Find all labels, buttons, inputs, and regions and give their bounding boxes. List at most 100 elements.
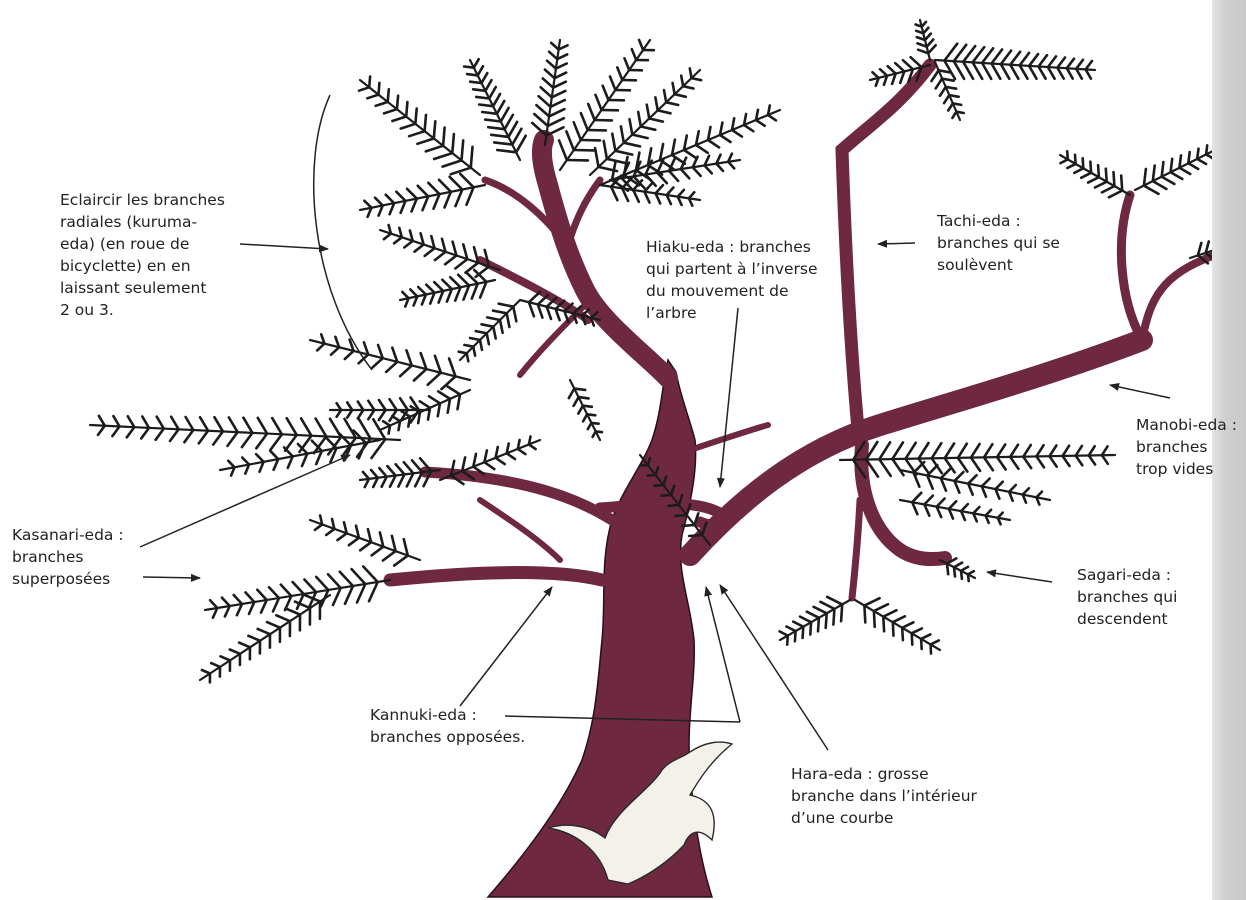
needle: [390, 476, 396, 487]
needle: [389, 426, 390, 434]
needle: [384, 109, 397, 113]
needle: [297, 594, 304, 609]
needle: [581, 113, 588, 130]
needle: [221, 656, 231, 660]
annotation-arrow: [987, 572, 1052, 582]
needle: [397, 96, 398, 110]
needle: [1029, 54, 1038, 66]
needle: [647, 105, 649, 119]
needle: [467, 74, 478, 75]
label-line: branches: [1136, 436, 1237, 458]
needle: [669, 171, 678, 181]
needle: [347, 410, 352, 418]
needle: [1067, 59, 1074, 68]
needle: [445, 256, 456, 265]
needle: [655, 97, 657, 110]
needle: [368, 410, 374, 419]
label-line: soulèvent: [937, 254, 1060, 276]
needle: [257, 590, 266, 600]
needle: [864, 606, 865, 623]
needle: [415, 109, 416, 124]
needle: [1009, 485, 1016, 492]
needle: [879, 459, 890, 476]
needle: [141, 428, 149, 439]
needle: [316, 419, 327, 437]
needle: [912, 628, 922, 633]
label-kasanari-eda: Kasanari-eda : branches superposées: [12, 524, 124, 590]
needle: [157, 417, 164, 429]
needle: [583, 406, 592, 407]
needle: [1067, 164, 1075, 168]
needle: [228, 432, 238, 446]
foliage-spray: [840, 442, 1115, 478]
needle: [1020, 65, 1028, 78]
needle: [1039, 55, 1048, 66]
needle: [369, 582, 378, 601]
needle: [595, 148, 598, 167]
needle: [683, 86, 693, 88]
needle: [732, 130, 742, 137]
needle: [615, 151, 632, 155]
branch-kasanari-lower: [390, 573, 602, 581]
needle: [949, 95, 958, 97]
needle: [439, 180, 451, 192]
needle: [505, 115, 513, 129]
needle: [879, 442, 890, 459]
needle: [814, 607, 827, 614]
foliage-spray: [90, 416, 400, 458]
needle: [287, 418, 297, 435]
needle: [827, 597, 842, 605]
needle: [675, 515, 686, 516]
needle: [893, 622, 894, 636]
label-line: Hara-eda : grosse: [791, 763, 977, 785]
needle: [379, 400, 386, 410]
needle: [300, 436, 312, 452]
needle: [921, 634, 930, 639]
needle: [1075, 155, 1076, 164]
needle: [591, 423, 598, 424]
needle: [574, 389, 585, 390]
needle: [968, 571, 974, 574]
needle: [462, 140, 464, 160]
needle: [997, 445, 1005, 458]
needle: [1063, 446, 1070, 456]
needle: [984, 444, 992, 457]
label-tachi-eda: Tachi-eda : branches qui se soulèvent: [937, 210, 1060, 276]
needle: [496, 458, 505, 464]
needle: [497, 101, 504, 114]
needle: [425, 248, 435, 256]
needle: [826, 613, 827, 628]
needle: [841, 604, 842, 621]
needle: [1029, 66, 1036, 79]
needle: [246, 592, 255, 602]
needle: [902, 622, 913, 628]
spray-stem: [380, 230, 500, 270]
needle: [371, 470, 378, 478]
needle: [229, 418, 238, 433]
needle: [363, 472, 369, 479]
needle: [664, 90, 666, 102]
needle: [1023, 488, 1029, 494]
needle: [880, 69, 887, 76]
annotation-arrow: [460, 587, 552, 706]
foliage-spray: [940, 558, 975, 581]
needle: [418, 186, 429, 197]
needle: [414, 369, 427, 380]
foliage-spray: [205, 567, 390, 618]
needle: [489, 87, 496, 99]
needle: [426, 285, 434, 293]
needle: [708, 140, 719, 147]
needle: [402, 292, 408, 298]
needle: [1106, 169, 1107, 182]
needle: [603, 86, 609, 100]
needle: [507, 453, 515, 459]
needle: [458, 394, 461, 409]
needle: [345, 419, 356, 438]
needle: [476, 331, 487, 333]
needle: [352, 569, 366, 584]
needle: [566, 131, 573, 150]
needle: [285, 435, 297, 451]
label-line: bicyclette) en en: [60, 255, 225, 277]
needle: [404, 539, 408, 555]
needle: [696, 145, 708, 153]
